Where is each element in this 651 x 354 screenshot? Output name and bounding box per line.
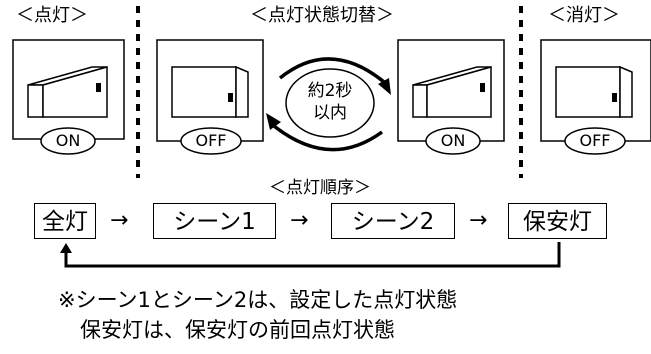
- switch-state-4: OFF: [579, 131, 611, 150]
- center-label-line2: 以内: [313, 103, 347, 123]
- return-arrowhead: [60, 243, 72, 253]
- switch-state-2: OFF: [195, 131, 227, 150]
- sequence-box-security-light: 保安灯: [508, 203, 607, 239]
- switch-plate-4: [540, 39, 651, 142]
- switch-plate-2: [156, 39, 264, 142]
- sequence-box-all-lights: 全灯: [34, 203, 96, 239]
- cycle-arrow-top: [278, 57, 386, 84]
- sequence-box-scene2: シーン2: [331, 203, 455, 239]
- center-ellipse: [285, 68, 375, 138]
- sequence-arrow-3: →: [469, 208, 488, 233]
- center-label-line1: 約2秒: [307, 81, 353, 101]
- header-on: ＜点灯＞: [16, 5, 88, 26]
- note-line-2: 保安灯は、保安灯の前回点灯状態: [80, 318, 395, 342]
- cycle-arrow-bottom: [272, 124, 384, 152]
- pill-2: [180, 127, 242, 155]
- header-switch: ＜点灯状態切替＞: [250, 5, 394, 26]
- pill-3: [425, 127, 481, 155]
- return-arrow-line: [64, 242, 561, 268]
- cycle-arrowhead-bottom: [266, 113, 281, 130]
- sequence-arrow-1: →: [110, 208, 129, 233]
- cycle-arrowhead-top: [378, 78, 391, 95]
- switch-state-3: ON: [440, 131, 466, 150]
- header-off: ＜消灯＞: [548, 5, 620, 26]
- sequence-box-scene1: シーン1: [153, 203, 276, 239]
- pill-1: [40, 127, 96, 155]
- sequence-title: ＜点灯順序＞: [269, 178, 371, 198]
- switch-plate-1: [12, 39, 125, 140]
- pill-4: [564, 127, 626, 155]
- sequence-arrow-2: →: [290, 208, 309, 233]
- switch-state-1: ON: [55, 131, 81, 150]
- note-line-1: ※シーン1とシーン2は、設定した点灯状態: [58, 288, 458, 312]
- switch-plate-3: [397, 39, 505, 142]
